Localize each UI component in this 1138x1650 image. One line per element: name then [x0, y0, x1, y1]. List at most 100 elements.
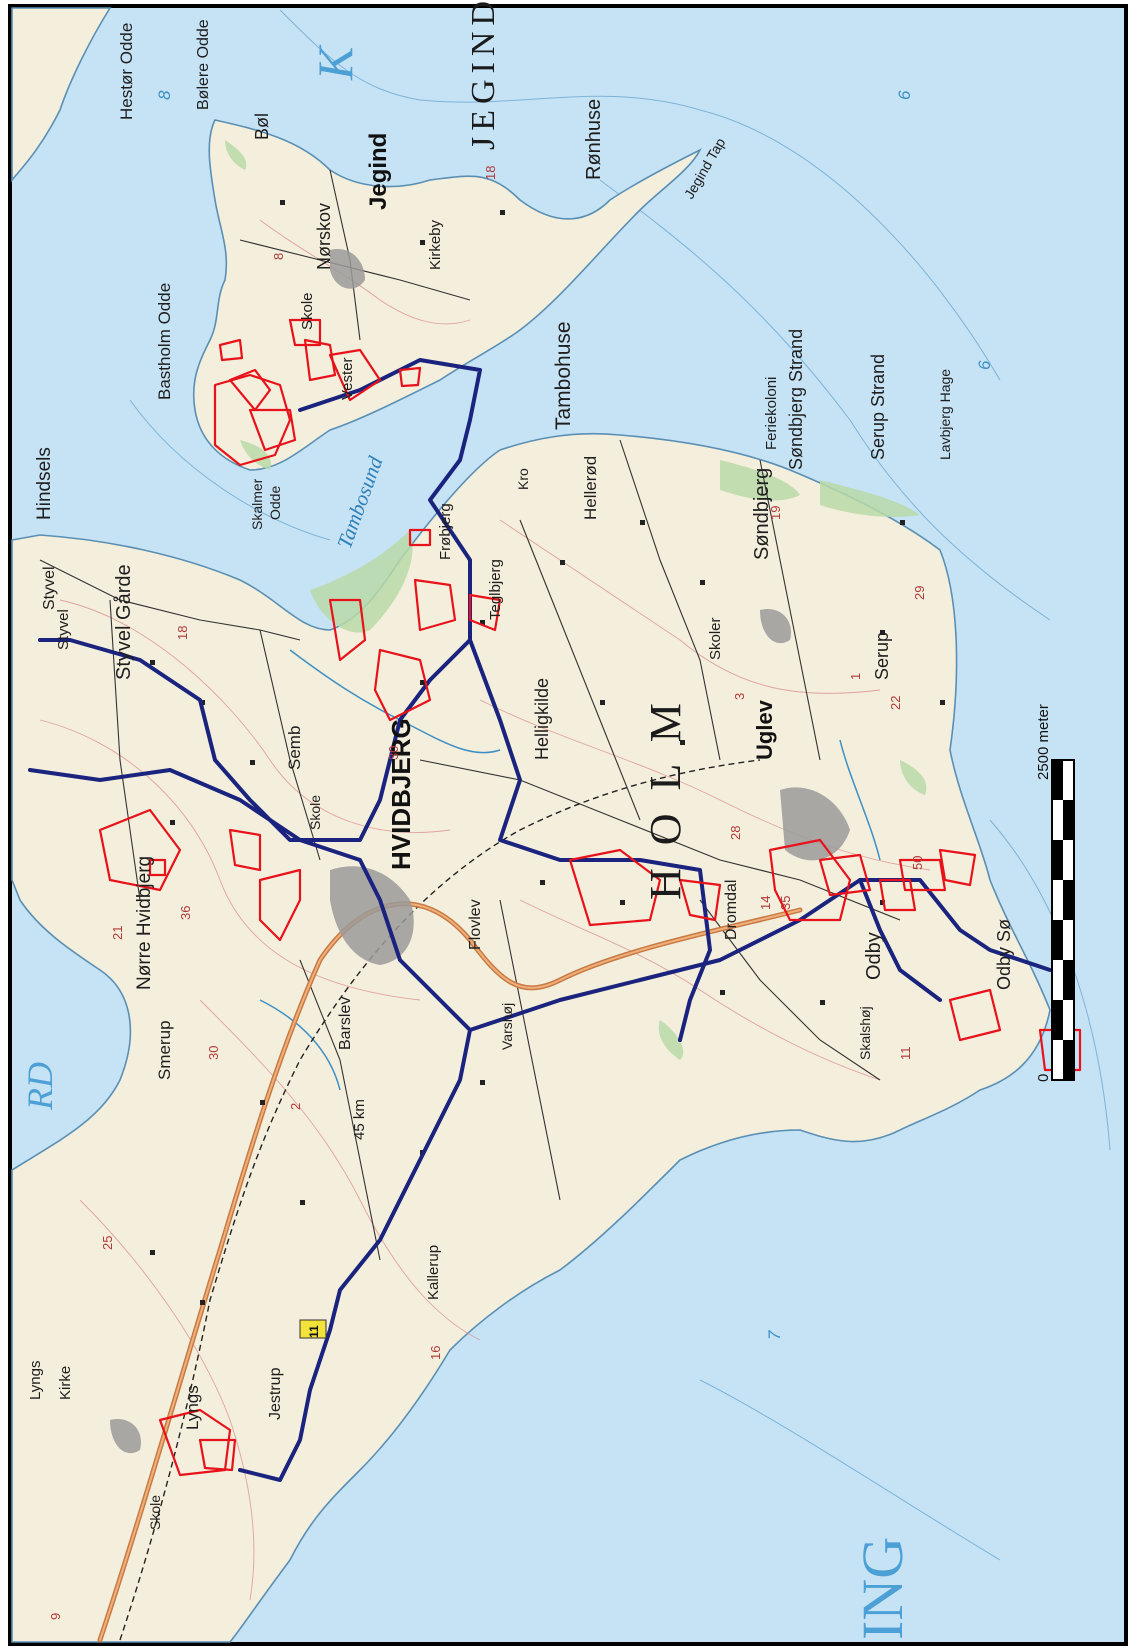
creek: [839, 739, 881, 861]
contour-line: [79, 1199, 255, 1601]
svg-text:29: 29: [912, 586, 927, 600]
road-number-shield: [299, 1319, 327, 1339]
svg-text:6: 6: [975, 360, 994, 370]
woodland: [240, 440, 271, 470]
blue-route[interactable]: [468, 878, 1052, 1032]
depth-contour: [699, 1379, 1001, 1561]
contour-line: [499, 519, 881, 694]
label-lavbjerg-hage: Lavbjerg Hage: [937, 369, 953, 460]
svg-text:16: 16: [428, 1346, 443, 1360]
label-ring: ING: [850, 1537, 915, 1640]
label-bolero-odde: Bølere Odde: [195, 19, 212, 110]
minor-road: [759, 459, 821, 761]
svg-text:1: 1: [848, 673, 863, 680]
woodland: [720, 460, 800, 501]
svg-text:18: 18: [483, 166, 498, 180]
label-skole-lyngs: Skole: [147, 1495, 163, 1530]
svg-text:6: 6: [895, 90, 914, 100]
scale-label-max: 2500 meter: [1035, 704, 1052, 780]
parcel-group-hvidbjerg[interactable]: [98, 808, 302, 942]
parcel-group-frobjerg[interactable]: [328, 528, 502, 722]
svg-text:8: 8: [155, 90, 174, 100]
label-bastholm-odde: Bastholm Odde: [155, 283, 174, 400]
svg-text:25: 25: [100, 1236, 115, 1250]
height-numbers: 18 8 18 19 29 1 3 22 30 28 21 30 2 36 14…: [48, 166, 927, 1620]
label-serup: Serup: [872, 632, 892, 680]
label-tambohuse: Tambohuse: [552, 321, 575, 430]
label-feriekoloni: Feriekoloni: [763, 377, 780, 450]
woodland: [820, 480, 920, 517]
label-barslev: Barslev: [337, 997, 354, 1050]
svg-text:35: 35: [778, 896, 793, 910]
label-norskov: Nørskov: [314, 203, 334, 270]
minor-road: [699, 899, 881, 1081]
blue-route[interactable]: [468, 638, 712, 1042]
svg-text:2: 2: [288, 1103, 303, 1110]
parcel-group-uglev[interactable]: [568, 838, 977, 927]
label-skalmer: Skalmer: [249, 478, 265, 530]
woodland: [310, 530, 413, 633]
svg-text:36: 36: [178, 906, 193, 920]
parcel-group-jegind[interactable]: [213, 318, 422, 467]
town-sondbjerg: [760, 609, 791, 644]
contour-line: [479, 699, 931, 871]
label-jegind: Jegind: [365, 133, 392, 210]
label-flovlev: Flovlev: [467, 899, 484, 950]
label-sondbjerg-strand: Søndbjerg Strand: [786, 329, 806, 470]
label-skole-hvidbjerg: Skole: [307, 795, 323, 830]
svg-text:8: 8: [271, 253, 286, 260]
blue-route[interactable]: [858, 878, 942, 1002]
label-hvidbjerg: HVIDBJERG: [386, 718, 416, 870]
minor-road: [419, 759, 901, 921]
label-kirke: Kirke: [57, 1366, 74, 1400]
label-semb: Semb: [285, 726, 304, 770]
scale-label-zero: 0: [1035, 1074, 1052, 1082]
label-smerup: Smerup: [155, 1020, 174, 1080]
label-ronhuse: Rønhuse: [583, 99, 605, 180]
label-serup-strand: Serup Strand: [868, 354, 888, 460]
svg-text:9: 9: [48, 1613, 63, 1620]
town-jegind: [330, 249, 365, 289]
label-sondbjerg: Søndbjerg: [751, 468, 773, 560]
creek: [259, 999, 341, 1091]
svg-text:7: 7: [765, 1330, 784, 1340]
label-hestor-odde: Hestør Odde: [117, 23, 136, 120]
town-uglev: [780, 787, 850, 861]
label-varsho: Varshøj: [499, 1003, 515, 1050]
label-hellerod: Hellerød: [581, 456, 600, 520]
svg-text:22: 22: [888, 696, 903, 710]
label-kirkeby: Kirkeby: [427, 219, 444, 270]
label-road-number: 11: [307, 1325, 321, 1338]
label-skole-jegind: Skole: [299, 292, 316, 330]
svg-text:21: 21: [110, 926, 125, 940]
svg-text:19: 19: [768, 506, 783, 520]
label-45km: 45 km: [351, 1099, 368, 1140]
label-odby: Odby: [863, 932, 885, 980]
svg-text:3: 3: [732, 693, 747, 700]
label-odby-so: Odby Sø: [994, 919, 1014, 990]
minor-road: [39, 559, 301, 641]
minor-road: [519, 519, 641, 821]
depth-numbers: 8 6 6 7: [155, 90, 994, 1340]
parcel-group-lyngs[interactable]: [158, 1408, 237, 1477]
label-k: K: [307, 44, 363, 81]
town-lyngs: [110, 1419, 141, 1454]
label-skoler: Skoler: [707, 617, 724, 660]
label-styvel-garde: Styvel Gårde: [113, 564, 135, 680]
minor-road: [499, 899, 561, 1201]
label-odde: Odde: [267, 486, 283, 520]
label-bol: Bøl: [252, 113, 272, 140]
svg-text:30: 30: [386, 746, 401, 760]
scale-bar: [1051, 759, 1075, 1081]
contour-line: [199, 999, 481, 1341]
label-frobjerg: Frøbjerg: [437, 503, 454, 560]
label-hindsels: Hindsels: [34, 447, 55, 520]
blue-route[interactable]: [38, 358, 482, 842]
land-jegind: [192, 119, 702, 471]
svg-text:50: 50: [910, 856, 925, 870]
svg-text:28: 28: [728, 826, 743, 840]
land-northwest: [11, 7, 112, 183]
depth-contour: [129, 399, 331, 541]
